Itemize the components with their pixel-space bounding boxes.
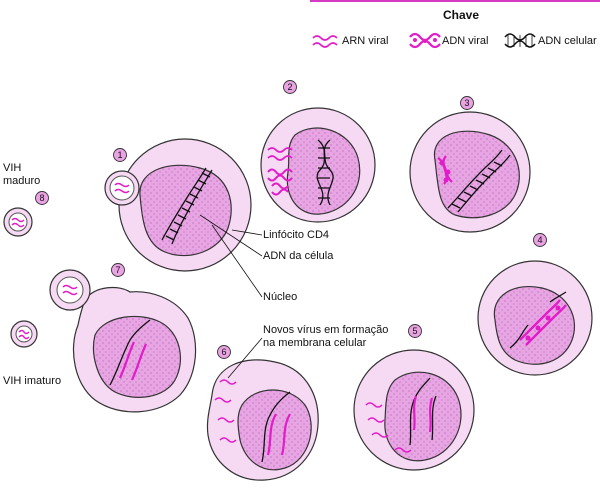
- step-number: 6: [221, 347, 226, 357]
- key-icons: [312, 32, 536, 49]
- label-budding-line1: Novos vírus em formação: [263, 324, 389, 336]
- step-2-cell: [260, 107, 376, 223]
- label-cell-dna: ADN da célula: [263, 250, 334, 262]
- step-marker-4: 4: [533, 233, 547, 247]
- key-label-rna: ARN viral: [342, 35, 389, 47]
- step-1-cell: [104, 138, 252, 272]
- step-number: 7: [115, 265, 120, 275]
- step-number: 3: [464, 98, 469, 108]
- step-number: 4: [537, 235, 542, 245]
- label-immature-hiv: VIH imaturo: [3, 375, 62, 387]
- key-title: Chave: [442, 8, 480, 22]
- step-7-cell: [49, 269, 197, 413]
- step-5-cell: [353, 349, 475, 471]
- leader-lines: [199, 214, 263, 379]
- step-6-cell: [206, 359, 319, 481]
- step-marker-1: 1: [113, 148, 127, 162]
- step-marker-6: 6: [217, 345, 231, 359]
- viral-dna-helix-icon: [409, 32, 441, 49]
- label-budding-line2: na membrana celular: [263, 337, 367, 349]
- step-4-cell: [477, 260, 593, 376]
- key-rule: [310, 0, 600, 2]
- mature-hiv-virion: [3, 207, 33, 237]
- cellular-dna: [161, 167, 213, 245]
- label-mature-hiv-line2: maduro: [3, 175, 41, 187]
- label-nucleus: Núcleo: [263, 291, 298, 303]
- step-marker-2: 2: [283, 80, 297, 94]
- label-mature-hiv-line1: VIH: [3, 162, 22, 174]
- immature-hiv-virion: [10, 320, 38, 348]
- cellular-dna-helix-icon: [504, 33, 536, 48]
- step-number: 2: [287, 82, 292, 92]
- step-marker-5: 5: [408, 324, 422, 338]
- step-number: 5: [412, 326, 417, 336]
- step-3-cell: [409, 111, 531, 233]
- step-number: 1: [117, 150, 122, 160]
- step-number: 8: [39, 193, 44, 203]
- step-marker-7: 7: [111, 263, 125, 277]
- step-marker-3: 3: [460, 96, 474, 110]
- label-cd4-lymphocyte: Linfócito CD4: [263, 229, 330, 241]
- step-marker-8: 8: [35, 191, 49, 205]
- key-label-cellular-dna: ADN celular: [538, 35, 597, 47]
- rna-wave-icon: [312, 35, 338, 48]
- key-label-viral-dna: ADN viral: [442, 35, 489, 47]
- step-markers: 1 2 3 4 5 6 7 8: [35, 80, 547, 359]
